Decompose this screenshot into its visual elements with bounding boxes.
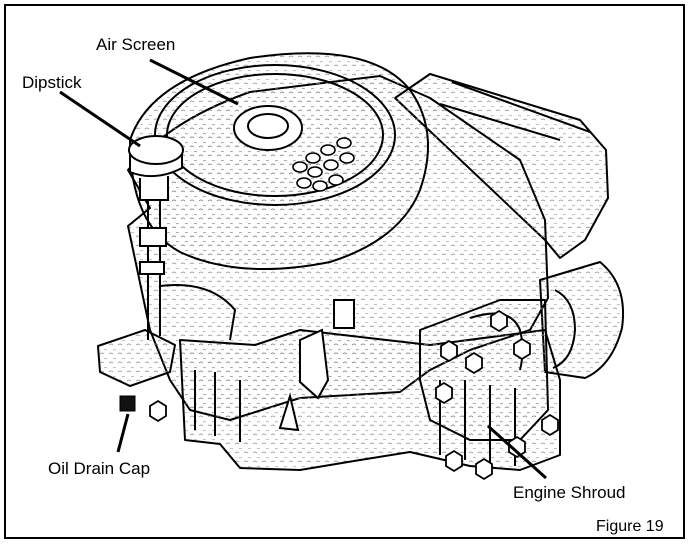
dipstick-label: Dipstick <box>22 73 82 92</box>
air-screen-label: Air Screen <box>96 35 176 54</box>
air-cleaner-dome <box>129 52 429 271</box>
leader-engine-shroud <box>486 424 548 480</box>
right-motor-cylinder <box>539 261 624 379</box>
figure-caption: Figure 19 <box>596 518 664 535</box>
oil-drain-cap-label: Oil Drain Cap <box>48 459 151 478</box>
oil-drain-cap <box>119 395 136 412</box>
dipstick-bracket <box>97 329 176 387</box>
dipstick-cap <box>128 135 184 201</box>
leader-dipstick <box>59 90 141 148</box>
air-screen <box>154 64 396 206</box>
leader-oil-drain <box>116 413 130 453</box>
shroud-bolts <box>149 309 559 481</box>
engine-shroud-label: Engine Shroud <box>513 483 626 502</box>
throttle-link <box>299 328 330 400</box>
vent-holes <box>292 137 355 192</box>
leader-air-screen <box>149 58 239 106</box>
dipstick-tube <box>147 180 161 340</box>
